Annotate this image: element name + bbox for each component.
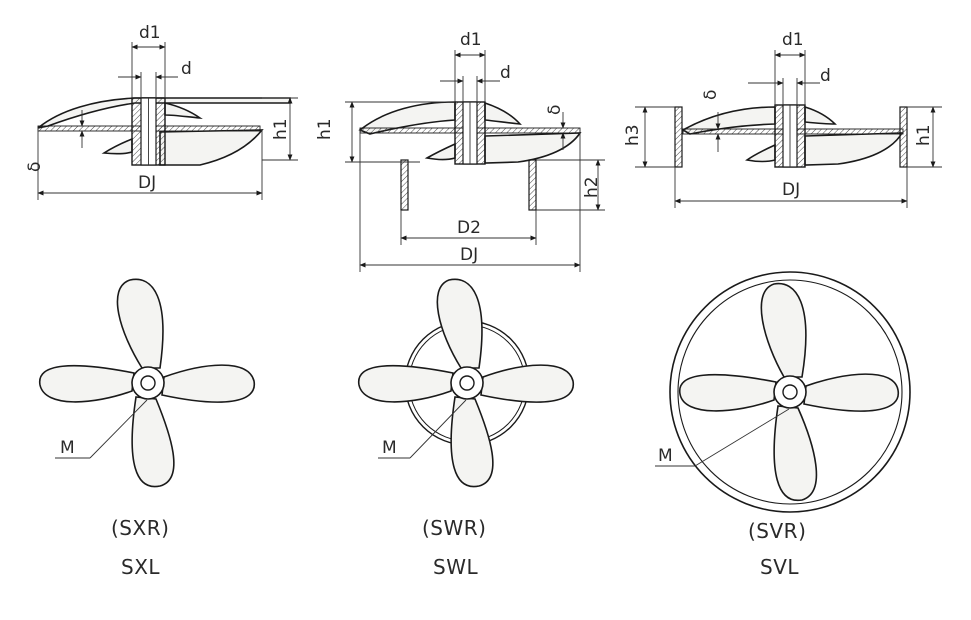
swl-dj-label: DJ	[460, 245, 478, 265]
sxl-m-label: M	[60, 438, 75, 458]
sxl-caption-top: (SXR)	[111, 516, 169, 540]
swl-caption-bottom: SWL	[433, 555, 478, 579]
side-view-svl: d1 d h3 δ h1 DJ	[623, 30, 942, 208]
side-view-sxl: d1 d h1 δ DJ	[25, 23, 298, 200]
swl-d-label: d	[500, 63, 511, 83]
swl-h2-label: h2	[582, 176, 602, 198]
swl-m-label: M	[382, 438, 397, 458]
swl-d2-label: D2	[457, 218, 481, 238]
side-view-swl: d1 d h1 δ h2 D2 DJ	[315, 30, 605, 272]
sxl-dj-label: DJ	[138, 173, 156, 193]
swl-d1-label: d1	[460, 30, 482, 50]
svl-dj-label: DJ	[782, 180, 800, 200]
sxl-d1-label: d1	[139, 23, 161, 43]
svl-caption-top: (SVR)	[748, 519, 806, 543]
swl-delta-label: δ	[545, 105, 565, 115]
sxl-h1-label: h1	[271, 118, 291, 140]
svl-d1-label: d1	[782, 30, 804, 50]
svl-m-label: M	[658, 446, 673, 466]
svl-d-label: d	[820, 66, 831, 86]
sxl-caption-bottom: SXL	[121, 555, 160, 579]
svl-delta-label: δ	[701, 90, 721, 100]
svl-h1-label: h1	[914, 124, 934, 146]
svl-caption-bottom: SVL	[760, 555, 799, 579]
sxl-d-label: d	[181, 59, 192, 79]
swl-caption-top: (SWR)	[422, 516, 486, 540]
swl-h1-label: h1	[315, 118, 335, 140]
top-view-swl: M (SWR) SWL	[358, 278, 574, 579]
svl-h3-label: h3	[623, 124, 643, 146]
top-view-svl: M (SVR) SVL	[655, 271, 911, 579]
top-view-sxl: M (SXR) SXL	[39, 278, 255, 579]
sxl-delta-label: δ	[25, 162, 45, 172]
